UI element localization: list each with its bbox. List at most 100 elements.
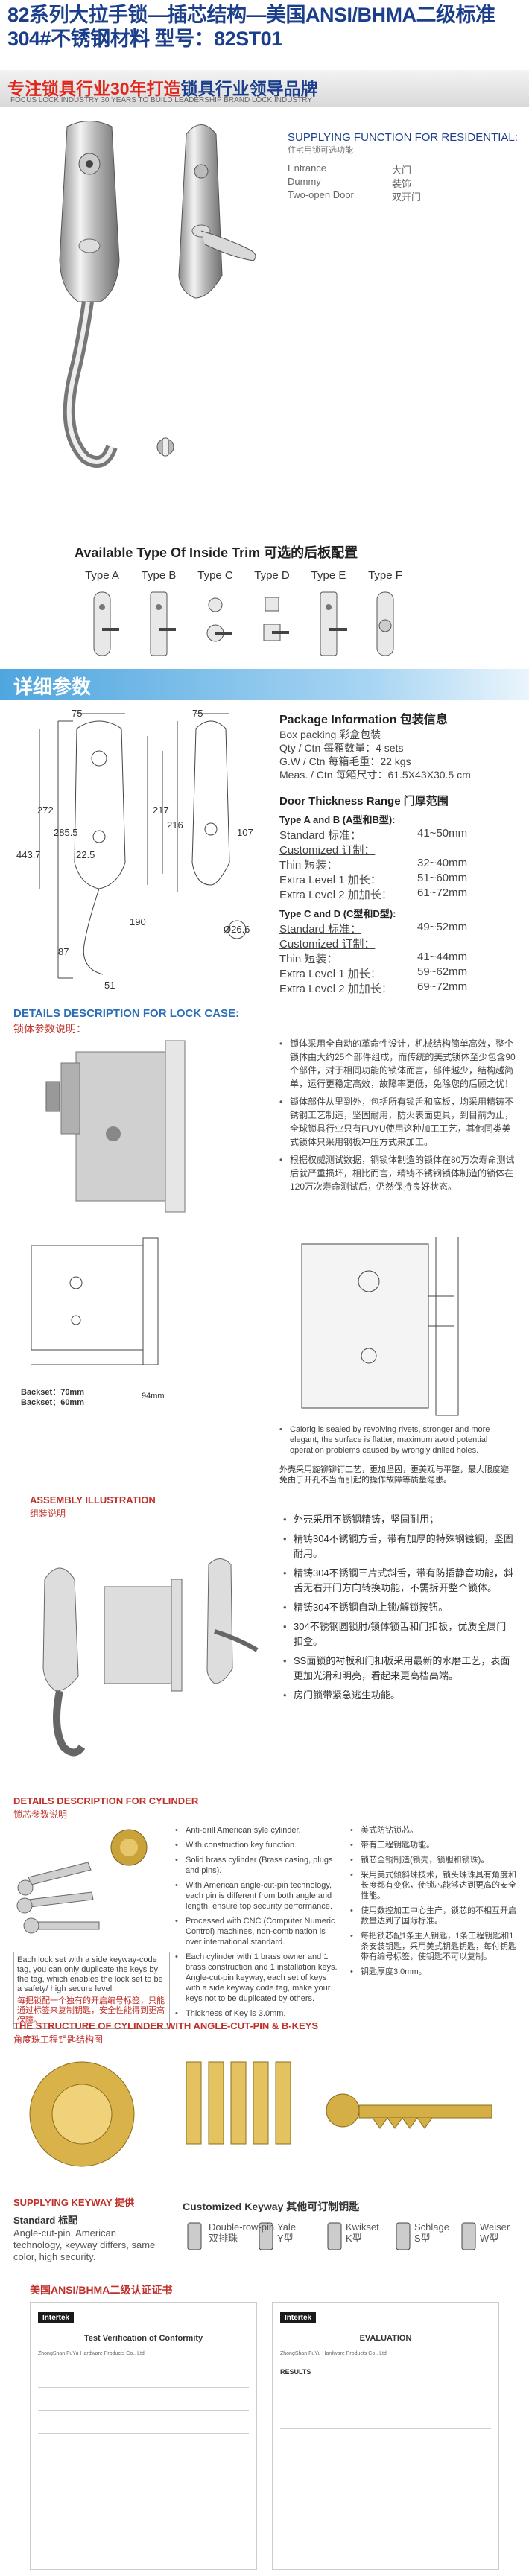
- dimension-label: 190: [130, 916, 146, 927]
- supplying-function-subtitle: 住宅用锁可选功能: [288, 146, 353, 155]
- lockcase-note-text: Calorig is sealed by revolving rivets, s…: [279, 1424, 516, 1456]
- thickness-key: Extra Level 1 加长：: [279, 968, 381, 980]
- dimension-label: Ø26.6: [224, 924, 250, 935]
- package-line: Box packing 彩盒包装: [279, 729, 381, 740]
- cylinder-cn-bullets: 美式防钻锁芯。 带有工程钥匙功能。 锁芯全铜制造(锁壳，锁胆和锁珠)。 采用美式…: [350, 1825, 518, 1982]
- angle-cut-subheading: 角度珠工程钥匙结构图: [13, 2034, 104, 2045]
- cylinder-en-bullet: With American angle-cut-pin technology, …: [175, 1880, 343, 1912]
- thickness-key: Extra Level 2 加加长：: [279, 983, 393, 995]
- thickness-row: Extra Level 2 加加长： 69~72mm: [279, 980, 518, 996]
- key-tag-en: Each lock set with a side keyway-code ta…: [17, 1955, 163, 1993]
- slogan-blue: 锁具行业领导品牌: [180, 79, 318, 98]
- certificate-results-label: RESULTS: [280, 2368, 311, 2376]
- trim-section-title: Available Type Of Inside Trim 可选的后板配置: [75, 545, 358, 560]
- thickness-row: Customized 订制：: [279, 936, 518, 951]
- dimension-label: 285.5: [54, 827, 78, 838]
- cylinder-cn-bullet: 锁芯全铜制造(锁壳，锁胆和锁珠)。: [350, 1855, 518, 1865]
- cylinder-en-bullets: Anti-drill American syle cylinder. With …: [175, 1825, 343, 2023]
- keyway-option-name: Double-row-pin: [209, 2221, 275, 2233]
- trim-type-e-illustration: [320, 591, 347, 656]
- cylinder-cn-bullet: 每把锁芯配1条主人钥匙，1条工程钥匙和1条安装钥匙，采用美式钥匙钥匙，每付钥匙带…: [350, 1931, 518, 1962]
- details-band: [0, 669, 529, 700]
- keyway-option-cn: Y型: [277, 2233, 294, 2244]
- thickness-key: Extra Level 2 加加长：: [279, 889, 393, 901]
- cylinder-cn-bullet: 美式防钻锁芯。: [350, 1825, 518, 1836]
- assembly-bullet: 精铸304不锈钢自动上锁/解锁按钮。: [283, 1600, 514, 1615]
- cylinder-heading: DETAILS DESCRIPTION FOR CYLINDER: [13, 1795, 199, 1806]
- lockcase-bullet: 锁体部件从里到外，包括所有锁舌和底板，均采用精铸不锈钢工艺制造，坚固耐用，防火表…: [279, 1095, 516, 1149]
- assembly-bullets: 外壳采用不锈钢精铸，坚固耐用； 精铸304不锈钢方舌，带有加厚的特殊钢镀铜，坚固…: [283, 1512, 514, 1707]
- thickness-row: Customized 订制：: [279, 842, 518, 857]
- thickness-value: 69~72mm: [417, 980, 468, 993]
- slogan: 专注锁具行业30年打造锁具行业领导品牌: [7, 74, 318, 100]
- trim-type-a-illustration: [93, 591, 119, 656]
- trim-label: Type B: [141, 569, 177, 582]
- trim-type-b-illustration: [150, 591, 176, 656]
- key-tag-box: Each lock set with a side keyway-code ta…: [13, 1952, 170, 2029]
- cylinder-cn-bullet: 使用数控加工中心生产，锁芯的不相互开启数量达到了国际标准。: [350, 1906, 518, 1926]
- dimension-label: 75: [192, 708, 203, 719]
- intertek-logo: Intertek: [280, 2312, 317, 2323]
- thickness-group-head: Type C and D (C型和D型):: [279, 908, 396, 919]
- divider: [38, 2433, 249, 2434]
- thickness-value: 41~44mm: [417, 951, 468, 963]
- details-band-title: 详细参数: [13, 676, 92, 698]
- assembly-bullet: SS面锁的衬板和门扣板采用最新的水磨工艺，表面更加光滑和明亮，看起来更高档高端。: [283, 1654, 514, 1684]
- yale-keyway-icon: [259, 2222, 273, 2250]
- dimension-label: 107: [237, 827, 253, 838]
- package-title: Package Information 包装信息: [279, 714, 448, 726]
- assembly-bullet: 外壳采用不锈钢精铸，坚固耐用；: [283, 1512, 514, 1527]
- certificate-right-title: EVALUATION: [359, 2334, 412, 2343]
- keys-and-cylinder-image: [16, 1829, 148, 1934]
- function-en: Two-open Door: [288, 189, 354, 200]
- thickness-value: 61~72mm: [417, 886, 468, 899]
- assembly-bullet: 304不锈钢圆锁肘/锁体锁舌和门扣板，优质全属门扣盒。: [283, 1619, 514, 1649]
- keyway-option-cn: K型: [346, 2233, 362, 2244]
- thickness-key: Thin 短装：: [279, 953, 338, 965]
- thickness-key: Standard 标准：: [279, 923, 362, 936]
- trim-type-c-illustration: [206, 597, 232, 642]
- lockcase-subheading: 锁体参数说明：: [13, 1023, 86, 1035]
- assembly-bullet: 房门锁带紧急逃生功能。: [283, 1688, 514, 1703]
- trim-label: Type D: [254, 569, 290, 582]
- customized-keyway-label: Customized Keyway 其他可订制钥匙: [183, 2201, 360, 2212]
- trim-label: Type A: [85, 569, 119, 582]
- cylinder-cn-bullet: 采用美式倾斜珠技术，锁头珠珠具有角度和长度都有变化，使锁芯能够达到更高的安全性能…: [350, 1870, 518, 1901]
- cylinder-en-bullet: Thickness of Key is 3.0mm.: [175, 2008, 343, 2019]
- thickness-group-head: Type A and B (A型和B型):: [279, 814, 396, 825]
- handleset-illustration: [59, 121, 256, 468]
- thickness-row: Thin 短装：32~40mm: [279, 857, 518, 872]
- thickness-key: Thin 短装：: [279, 859, 338, 872]
- divider: [280, 2428, 491, 2429]
- thickness-row: Extra Level 1 加长：51~60mm: [279, 872, 518, 887]
- thickness-row: Standard 标准：49~52mm: [279, 921, 518, 936]
- lockcase-bullets: 锁体采用全自动的革命性设计，机械结构简单高效，整个锁体由大约25个部件组成，而传…: [279, 1037, 516, 1198]
- dimension-label: 87: [58, 946, 69, 957]
- keyway-option-cn: W型: [480, 2233, 499, 2244]
- keyway-option-name: Kwikset: [346, 2221, 379, 2233]
- dimension-label: 216: [167, 819, 183, 831]
- dimension-drawing: [39, 713, 247, 979]
- thickness-row: Extra Level 2 加加长： 61~72mm: [279, 886, 518, 902]
- lockcase-note-cn: 外壳采用旋铆铆钉工艺，更加坚固，更美观与平整，最大限度避免由于开孔不当而引起的操…: [279, 1465, 509, 1485]
- thickness-key: Customized 订制：: [279, 844, 376, 857]
- cylinder-cn-bullet: 钥匙厚度3.0mm。: [350, 1967, 518, 1977]
- keyway-icons: [187, 2222, 476, 2250]
- certificate-left: Intertek Test Verification of Conformity…: [30, 2302, 257, 2570]
- assembly-bullet: 精铸304不锈钢方舌，带有加厚的特殊钢镀铜，坚固耐用。: [283, 1532, 514, 1561]
- lockcase-drawing: [31, 1237, 159, 1365]
- double-row-pin-keyway-icon: [187, 2222, 202, 2250]
- trim-label: Type E: [311, 569, 346, 582]
- product-title: 82系列大拉手锁—插芯结构—美国ANSI/BHMA二级标准 304#不锈钢材料 …: [7, 4, 495, 50]
- thickness-key: Customized 订制：: [279, 938, 376, 951]
- lockcase-bullet: 锁体采用全自动的革命性设计，机械结构简单高效，整个锁体由大约25个部件组成，而传…: [279, 1037, 516, 1091]
- keyway-option-name: Weiser: [480, 2221, 510, 2233]
- dimension-label: 22.5: [76, 849, 95, 860]
- weiser-keyway-icon: [461, 2222, 476, 2250]
